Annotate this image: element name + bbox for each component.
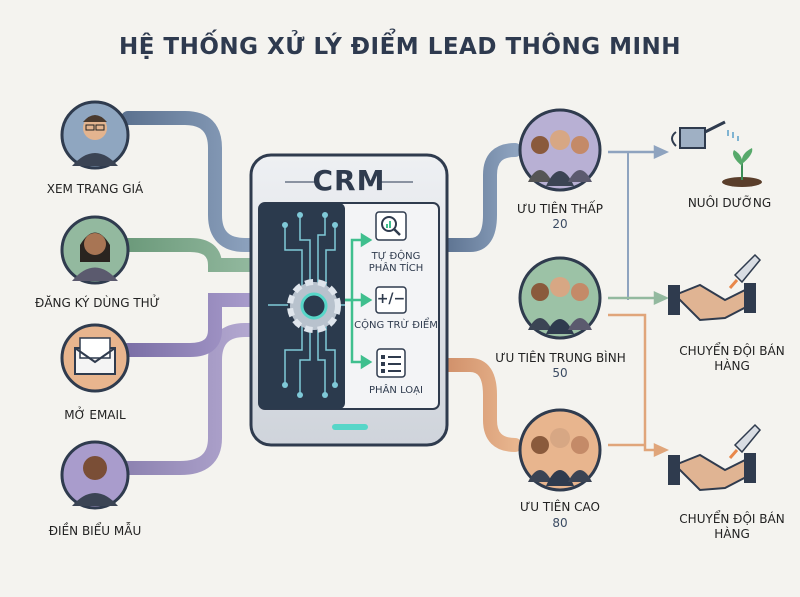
- arrow-medium-to-sales: [608, 291, 670, 305]
- gear-icon: [268, 212, 345, 398]
- outcome-label-sales-1: CHUYỂN ĐỘI BÁN HÀNG: [679, 344, 785, 373]
- handshake-rocket-icon: [668, 423, 762, 492]
- group-avatar-high: [518, 408, 602, 492]
- page-title: HỆ THỐNG XỬ LÝ ĐIỂM LEAD THÔNG MINH: [118, 34, 682, 60]
- arrow-low-to-nurture: [608, 145, 670, 300]
- output-flow-low: [438, 143, 522, 252]
- crm-function-analyze: TỰ ĐỘNG PHÂN TÍCH: [368, 251, 424, 274]
- outcome-label-nurture: NUÔI DƯỠNG: [687, 196, 772, 210]
- priority-score-high: 80: [552, 516, 568, 530]
- priority-score-medium: 50: [552, 366, 568, 380]
- input-label-open-email: MỞ EMAIL: [64, 408, 126, 422]
- plus-minus-symbol: +/−: [376, 291, 406, 307]
- input-label-trial-signup: ĐĂNG KÝ DÙNG THỬ: [35, 296, 160, 310]
- input-label-fill-form: ĐIỀN BIỂU MẪU: [48, 524, 142, 538]
- crm-title: CRM: [312, 164, 386, 197]
- person-icon: [60, 100, 130, 170]
- crm-internal-arrows: [345, 232, 373, 370]
- priority-label-low: ƯU TIÊN THẤP: [517, 202, 603, 216]
- watering-can-plant-icon: [671, 120, 762, 187]
- plus-minus-icon: [375, 286, 407, 314]
- person-icon: [60, 440, 130, 510]
- handshake-rocket-icon: [668, 253, 762, 322]
- arrow-high-to-sales: [608, 313, 670, 457]
- priority-score-low: 20: [552, 217, 568, 231]
- outcome-label-sales-2: CHUYỂN ĐỘI BÁN HÀNG: [679, 512, 785, 541]
- crm-function-scoring: CỘNG TRỪ ĐIỂM: [354, 320, 438, 331]
- output-flow-high: [438, 358, 522, 452]
- priority-label-high: ƯU TIÊN CAO: [520, 500, 600, 514]
- input-label-price-page: XEM TRANG GIÁ: [46, 182, 144, 196]
- priority-label-medium: ƯU TIÊN TRUNG BÌNH: [495, 351, 626, 365]
- group-avatar-medium: [518, 256, 602, 340]
- group-avatar-low: [518, 108, 602, 192]
- crm-function-classify: PHÂN LOẠI: [369, 385, 423, 396]
- person-icon: [60, 215, 130, 285]
- list-icon: [376, 348, 406, 378]
- magnifier-chart-icon: [375, 211, 407, 241]
- email-envelope-icon: [60, 323, 130, 393]
